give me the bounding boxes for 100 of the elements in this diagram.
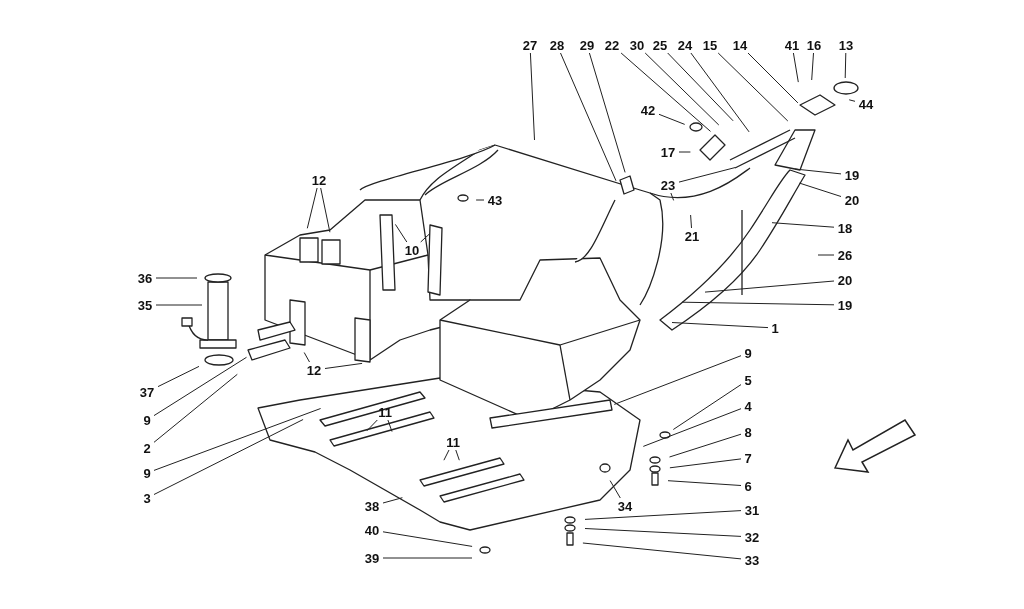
callout-number: 11 [378, 404, 392, 420]
leader-line [387, 419, 393, 433]
leader-line [153, 408, 322, 471]
callout-number: 44 [858, 96, 874, 112]
callout-number: 9 [143, 465, 151, 481]
callout-number: 33 [744, 552, 760, 568]
callout-number: 18 [837, 220, 853, 236]
callout-number: 10 [404, 242, 420, 258]
leader-line [794, 168, 842, 175]
callout-number: 12 [311, 172, 327, 188]
callout-number: 17 [660, 144, 676, 160]
leader-line [670, 192, 675, 201]
callout-number: 19 [837, 297, 853, 313]
leader-line [669, 458, 742, 469]
leader-line [455, 449, 460, 461]
leader-line [811, 52, 814, 81]
leader-line [155, 304, 203, 306]
callout-number: 32 [744, 529, 760, 545]
leader-line [609, 480, 621, 499]
leader-line [324, 362, 363, 369]
leader-line [704, 280, 835, 293]
callout-number: 25 [652, 37, 668, 53]
leader-line [844, 52, 847, 79]
leader-line [306, 187, 318, 229]
leader-line [584, 510, 742, 520]
callout-number: 20 [844, 192, 860, 208]
callout-number: 15 [702, 37, 718, 53]
callout-number: 38 [364, 498, 380, 514]
callout-number: 9 [143, 412, 151, 428]
leader-line [672, 384, 742, 430]
callout-number: 20 [837, 272, 853, 288]
leader-line [667, 52, 734, 122]
callout-number: 22 [604, 37, 620, 53]
leader-line [153, 419, 304, 495]
callout-number: 6 [744, 478, 752, 494]
leader-line [157, 365, 200, 388]
callout-number: 1 [771, 320, 779, 336]
callout-number: 5 [744, 372, 752, 388]
leader-line [792, 52, 799, 83]
callout-number: 26 [837, 247, 853, 263]
callout-number: 19 [844, 167, 860, 183]
leader-line [817, 254, 835, 256]
callout-number: 29 [579, 37, 595, 53]
leader-line [671, 322, 769, 329]
callout-number: 23 [660, 177, 676, 193]
leader-line [155, 277, 198, 279]
callout-number: 34 [617, 498, 633, 514]
leader-line [678, 151, 691, 153]
leader-line [320, 187, 331, 233]
leader-line [382, 497, 403, 504]
callout-number: 24 [677, 37, 693, 53]
leader-line [584, 528, 742, 537]
callout-number: 28 [549, 37, 565, 53]
leader-line [667, 480, 742, 486]
leader-line [848, 99, 856, 102]
callout-number: 11 [446, 434, 460, 450]
callout-number: 8 [744, 424, 752, 440]
callout-number: 7 [744, 450, 752, 466]
leader-line [382, 531, 473, 547]
leader-line [394, 223, 408, 243]
leader-line [747, 52, 799, 104]
leader-line [366, 419, 378, 432]
leader-line [382, 557, 473, 559]
leader-line [582, 542, 742, 560]
leader-line [153, 356, 247, 417]
callout-number: 41 [784, 37, 800, 53]
callout-number: 12 [306, 362, 322, 378]
leader-line [678, 167, 736, 183]
callout-number: 2 [143, 440, 151, 456]
callout-number: 40 [364, 522, 380, 538]
leader-line [771, 222, 835, 228]
callout-number: 36 [137, 270, 153, 286]
leader-line [443, 449, 450, 461]
leader-line [153, 373, 238, 443]
callout-number: 39 [364, 550, 380, 566]
leader-line [475, 199, 485, 201]
leader-line [717, 52, 789, 122]
leader-line [658, 113, 686, 125]
callout-number: 27 [522, 37, 538, 53]
callout-number: 43 [487, 192, 503, 208]
leader-line [620, 52, 711, 132]
leader-line [681, 301, 835, 306]
callout-number: 16 [806, 37, 822, 53]
leader-line [690, 52, 750, 133]
callout-number: 14 [732, 37, 748, 53]
leader-line [690, 214, 692, 229]
leader-line [613, 355, 742, 405]
callout-number: 3 [143, 490, 151, 506]
callout-number: 42 [640, 102, 656, 118]
callout-number: 31 [744, 502, 760, 518]
leader-line [420, 233, 431, 243]
leader-line [642, 408, 742, 447]
callout-number: 30 [629, 37, 645, 53]
leader-line [588, 52, 626, 173]
callout-number: 37 [139, 384, 155, 400]
leader-line [644, 52, 720, 126]
callout-number: 35 [137, 297, 153, 313]
leader-line [529, 52, 535, 141]
leader-line [303, 352, 310, 363]
callout-number: 13 [838, 37, 854, 53]
